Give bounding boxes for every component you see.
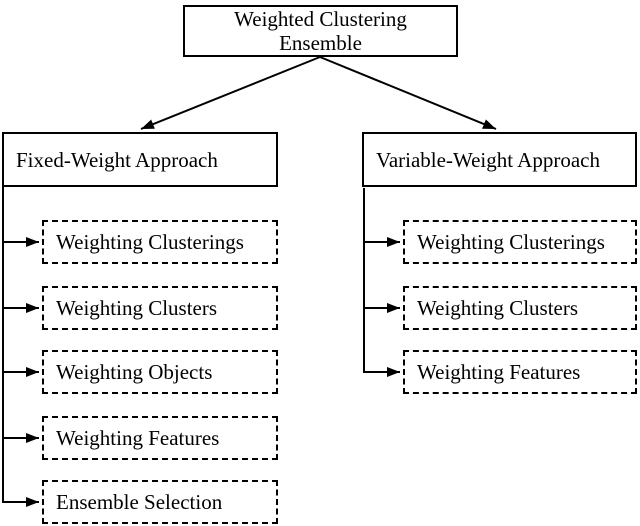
node-label: Weighting Clusters xyxy=(417,296,579,320)
node-weighting-objects-fixed: Weighting Objects xyxy=(42,350,278,394)
node-label: Weighting Features xyxy=(417,360,581,384)
node-weighting-clusterings-fixed: Weighting Clusterings xyxy=(42,220,278,264)
node-weighting-clusters-variable: Weighting Clusters xyxy=(403,286,637,330)
node-fixed-weight-approach: Fixed-Weight Approach xyxy=(2,132,278,187)
node-label: Weighting Features xyxy=(56,426,220,450)
node-weighting-clusterings-variable: Weighting Clusterings xyxy=(403,220,637,264)
node-label: Variable-Weight Approach xyxy=(376,147,600,172)
node-label: Ensemble Selection xyxy=(56,490,223,514)
node-label: Weighting Clusters xyxy=(56,296,218,320)
node-ensemble-selection-fixed: Ensemble Selection xyxy=(42,480,278,524)
arrow-root-to-variable xyxy=(319,56,497,130)
node-label: Weighting Clusterings xyxy=(417,230,605,254)
node-weighted-clustering-ensemble: Weighted Clustering Ensemble xyxy=(183,5,458,57)
node-label: Weighted Clustering Ensemble xyxy=(234,7,407,55)
arrow-root-to-fixed xyxy=(140,56,321,130)
node-label: Weighting Clusterings xyxy=(56,230,244,254)
node-label: Fixed-Weight Approach xyxy=(16,147,218,172)
node-weighting-clusters-fixed: Weighting Clusters xyxy=(42,286,278,330)
node-weighting-features-variable: Weighting Features xyxy=(403,350,637,394)
node-variable-weight-approach: Variable-Weight Approach xyxy=(362,132,637,187)
node-weighting-features-fixed: Weighting Features xyxy=(42,416,278,460)
node-label: Weighting Objects xyxy=(56,360,213,384)
